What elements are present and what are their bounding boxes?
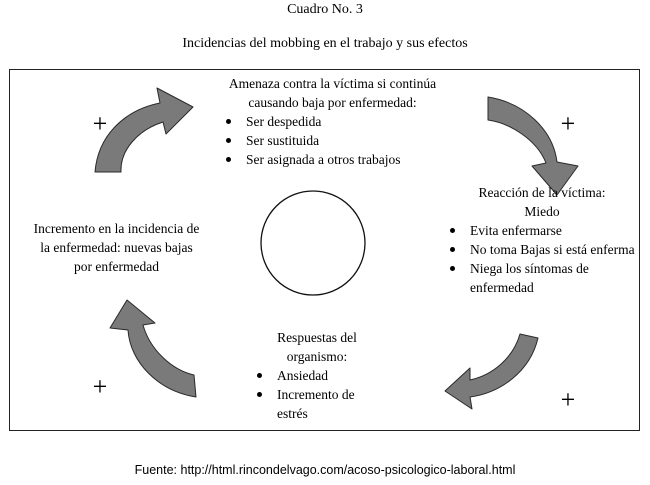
node-threat: Amenaza contra la víctima si continúa ca… bbox=[210, 74, 455, 169]
arrow-bottom-left bbox=[109, 299, 197, 398]
node-increase-line-2: la enfermedad: nuevas bajas bbox=[40, 240, 193, 255]
list-item: Incremento de estrés bbox=[253, 385, 381, 423]
arrow-bottom-right bbox=[444, 333, 539, 410]
plus-sign-top-left: + bbox=[92, 109, 108, 138]
node-reaction: Reacción de la víctima: Miedo Evita enfe… bbox=[446, 183, 638, 297]
node-increase-line-3: por enfermedad bbox=[73, 259, 160, 274]
list-item: No toma Bajas si está enferma bbox=[446, 240, 638, 259]
plus-sign-bottom-right: + bbox=[560, 385, 576, 414]
arrow-top-left bbox=[94, 87, 194, 173]
diagram-frame bbox=[9, 69, 640, 431]
source-citation: Fuente: http://html.rincondelvago.com/ac… bbox=[134, 463, 516, 477]
node-responses-title-2: organismo: bbox=[286, 349, 348, 364]
list-item: Ser asignada a otros trabajos bbox=[222, 150, 455, 169]
node-responses: Respuestas del organismo: Ansiedad Incre… bbox=[253, 328, 381, 423]
node-reaction-title-1: Reacción de la víctima: bbox=[478, 185, 606, 200]
plus-sign-bottom-left: + bbox=[92, 372, 108, 401]
figure-title: Incidencias del mobbing en el trabajo y … bbox=[182, 36, 468, 51]
figure-label: Cuadro No. 3 bbox=[287, 2, 363, 17]
list-item: Ser despedida bbox=[222, 112, 455, 131]
list-item: Evita enfermarse bbox=[446, 221, 638, 240]
node-threat-title-1: Amenaza contra la víctima si continúa bbox=[228, 76, 437, 91]
node-responses-title-1: Respuestas del bbox=[277, 330, 357, 345]
node-increase-line-1: Incremento en la incidencia de bbox=[33, 221, 200, 236]
center-circle bbox=[260, 190, 366, 296]
plus-sign-top-right: + bbox=[560, 109, 576, 138]
node-reaction-title-2: Miedo bbox=[524, 204, 560, 219]
list-item: Ansiedad bbox=[253, 366, 381, 385]
list-item: Niega los síntomas de enfermedad bbox=[446, 259, 638, 297]
arrow-top-right bbox=[487, 96, 579, 196]
node-threat-title-2: causando baja por enfermedad: bbox=[248, 95, 417, 110]
node-increase: Incremento en la incidencia de la enferm… bbox=[14, 219, 219, 276]
list-item: Ser sustituida bbox=[222, 131, 455, 150]
